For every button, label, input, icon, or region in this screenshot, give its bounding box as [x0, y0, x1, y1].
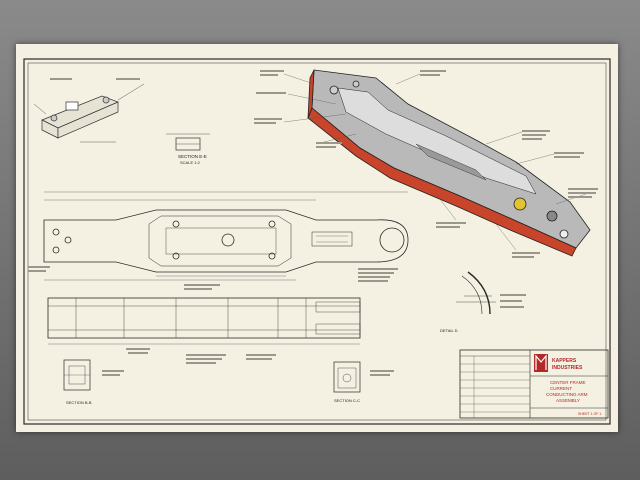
title-block: [459, 349, 609, 419]
main-top-view: [43, 191, 409, 281]
company-logo: [534, 354, 548, 372]
part-title-line4: ASSEMBLY: [556, 398, 580, 403]
drawing-sheet: SECTION E-E SCALE 1:2: [16, 44, 618, 432]
small-isometric-view: [33, 83, 145, 143]
annotation-text-blocks: [28, 70, 598, 376]
company-name-line2: INDUSTRIES: [552, 365, 583, 371]
part-title-line3: CONDUCTING ARM: [546, 392, 588, 397]
section-e-view: [166, 133, 210, 151]
detail-d-label: DETAIL D: [440, 328, 458, 333]
sheet-number: SHEET 1 OF 1: [578, 412, 601, 416]
section-b-label: SECTION B-B: [66, 400, 92, 405]
detail-d-view: [456, 271, 496, 315]
section-e-scale: SCALE 1:2: [180, 160, 201, 165]
section-c-label: SECTION C-C: [334, 398, 360, 403]
sheet-border: [23, 58, 611, 425]
section-c-view: [333, 361, 361, 393]
section-b-view: [63, 359, 91, 391]
part-title-line1: CENTER FRAME: [550, 380, 586, 385]
company-name-line1: KAPPERS: [552, 358, 577, 364]
section-e-label: SECTION E-E: [178, 154, 207, 159]
main-side-view: [47, 297, 361, 345]
part-title-line2: CURRENT: [550, 386, 572, 391]
isometric-assembly-view: [307, 69, 591, 257]
